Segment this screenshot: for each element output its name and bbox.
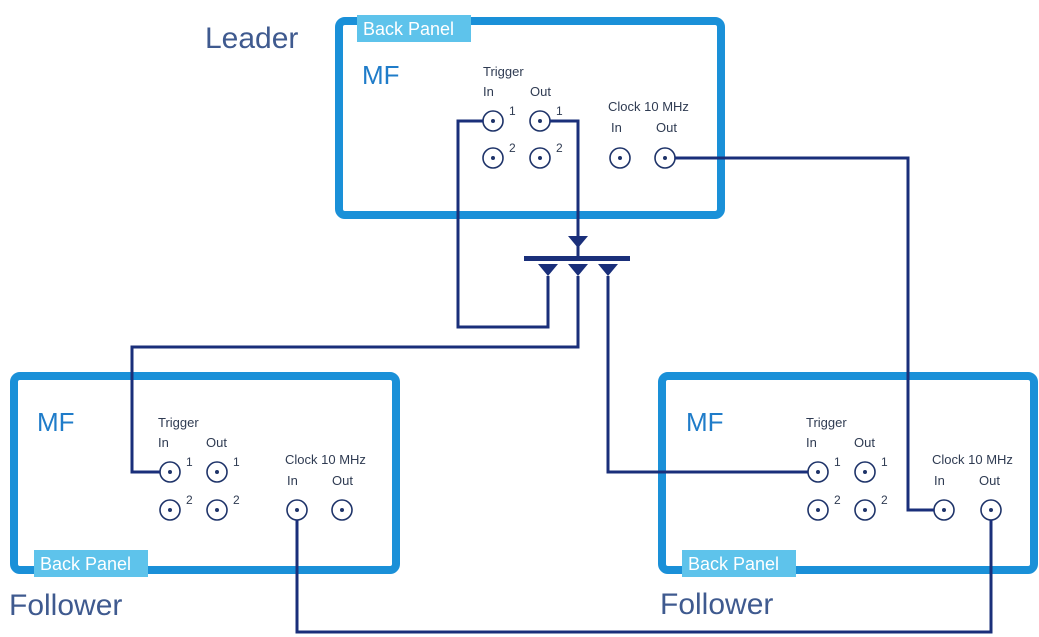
follower-left-clock-out-label: Out [332, 473, 353, 488]
follower-right-trigger-in-label: In [806, 435, 817, 450]
follower-right-clock-in-label: In [934, 473, 945, 488]
follower-right-trigger-in-1-connector[interactable] [807, 461, 829, 483]
follower-right-clock-in-connector[interactable] [933, 499, 955, 521]
follower-right-label: Follower [660, 588, 773, 621]
follower-right-trigger-out-1-connector[interactable] [854, 461, 876, 483]
trigger-splitter [524, 236, 630, 276]
wire-splitter-to-follower-right-trigger-in [606, 276, 808, 474]
follower-left-trigger-in-1-number: 1 [186, 455, 193, 469]
follower-left-trigger-in-2-connector[interactable] [159, 499, 181, 521]
follower-right-instrument: Back Panel MF Trigger In Out 1 1 2 2 Clo… [658, 372, 1038, 577]
follower-right-clock-out-label: Out [979, 473, 1000, 488]
follower-left-clock-out-connector[interactable] [331, 499, 353, 521]
follower-right-clock-out-connector[interactable] [980, 499, 1002, 521]
wire-splitter-to-follower-left-trigger-in [130, 276, 580, 474]
follower-right-back-panel-tag-label: Back Panel [688, 554, 779, 574]
leader-trigger-out-2-number: 2 [556, 141, 563, 155]
follower-left-trigger-in-2-number: 2 [186, 493, 193, 507]
follower-left-clock-title: Clock 10 MHz [285, 452, 366, 467]
wire-leader-trigger-out-to-splitter [550, 119, 580, 236]
wire-follower-right-clock-out-to-follower-left-clock-in [295, 520, 993, 634]
leader-trigger-out-1-connector[interactable] [529, 110, 551, 132]
follower-right-trigger-out-2-number: 2 [881, 493, 888, 507]
follower-right-back-panel-tag [682, 550, 796, 577]
leader-trigger-out-label: Out [530, 84, 551, 99]
leader-clock-in-label: In [611, 120, 622, 135]
wire-leader-clock-out-to-follower-right-clock-in [675, 156, 934, 512]
follower-left-label: Follower [9, 589, 122, 622]
follower-right-trigger-title: Trigger [806, 415, 847, 430]
leader-back-panel-tag [357, 15, 471, 42]
follower-left-trigger-in-1-connector[interactable] [159, 461, 181, 483]
leader-device-name: MF [362, 60, 400, 90]
leader-back-panel-tag-label: Back Panel [363, 19, 454, 39]
follower-left-trigger-out-label: Out [206, 435, 227, 450]
follower-right-trigger-in-1-number: 1 [834, 455, 841, 469]
leader-trigger-in-1-number: 1 [509, 104, 516, 118]
follower-left-back-panel [10, 372, 400, 574]
leader-label: Leader [205, 22, 298, 55]
leader-clock-out-label: Out [656, 120, 677, 135]
follower-right-trigger-out-1-number: 1 [881, 455, 888, 469]
follower-right-trigger-out-label: Out [854, 435, 875, 450]
leader-clock-out-connector[interactable] [654, 147, 676, 169]
follower-right-device-name: MF [686, 407, 724, 437]
leader-trigger-in-2-number: 2 [509, 141, 516, 155]
splitter-output-arrow-1 [538, 264, 558, 276]
splitter-bar [524, 256, 630, 261]
leader-trigger-in-1-connector[interactable] [482, 110, 504, 132]
leader-trigger-in-2-connector[interactable] [482, 147, 504, 169]
follower-left-trigger-title: Trigger [158, 415, 199, 430]
follower-left-clock-in-connector[interactable] [286, 499, 308, 521]
follower-left-clock-in-label: In [287, 473, 298, 488]
wire-splitter-to-leader-trigger-in [456, 119, 550, 329]
follower-left-trigger-out-2-number: 2 [233, 493, 240, 507]
splitter-input-arrow [568, 236, 588, 248]
follower-left-trigger-out-1-number: 1 [233, 455, 240, 469]
leader-trigger-title: Trigger [483, 64, 524, 79]
splitter-output-arrow-2 [568, 264, 588, 276]
follower-right-trigger-in-2-connector[interactable] [807, 499, 829, 521]
leader-clock-title: Clock 10 MHz [608, 99, 689, 114]
follower-left-back-panel-tag-label: Back Panel [40, 554, 131, 574]
follower-left-trigger-out-1-connector[interactable] [206, 461, 228, 483]
follower-right-trigger-in-2-number: 2 [834, 493, 841, 507]
leader-trigger-out-2-connector[interactable] [529, 147, 551, 169]
leader-trigger-in-label: In [483, 84, 494, 99]
leader-trigger-out-1-number: 1 [556, 104, 563, 118]
follower-left-instrument: Back Panel MF Trigger In Out 1 1 2 2 Clo… [10, 372, 400, 577]
follower-left-trigger-in-label: In [158, 435, 169, 450]
leader-clock-in-connector[interactable] [609, 147, 631, 169]
follower-right-trigger-out-2-connector[interactable] [854, 499, 876, 521]
follower-left-device-name: MF [37, 407, 75, 437]
follower-left-trigger-out-2-connector[interactable] [206, 499, 228, 521]
leader-instrument: Back Panel MF Trigger In Out 1 1 2 2 Clo… [335, 15, 725, 219]
splitter-output-arrow-3 [598, 264, 618, 276]
follower-left-back-panel-tag [34, 550, 148, 577]
follower-right-clock-title: Clock 10 MHz [932, 452, 1013, 467]
